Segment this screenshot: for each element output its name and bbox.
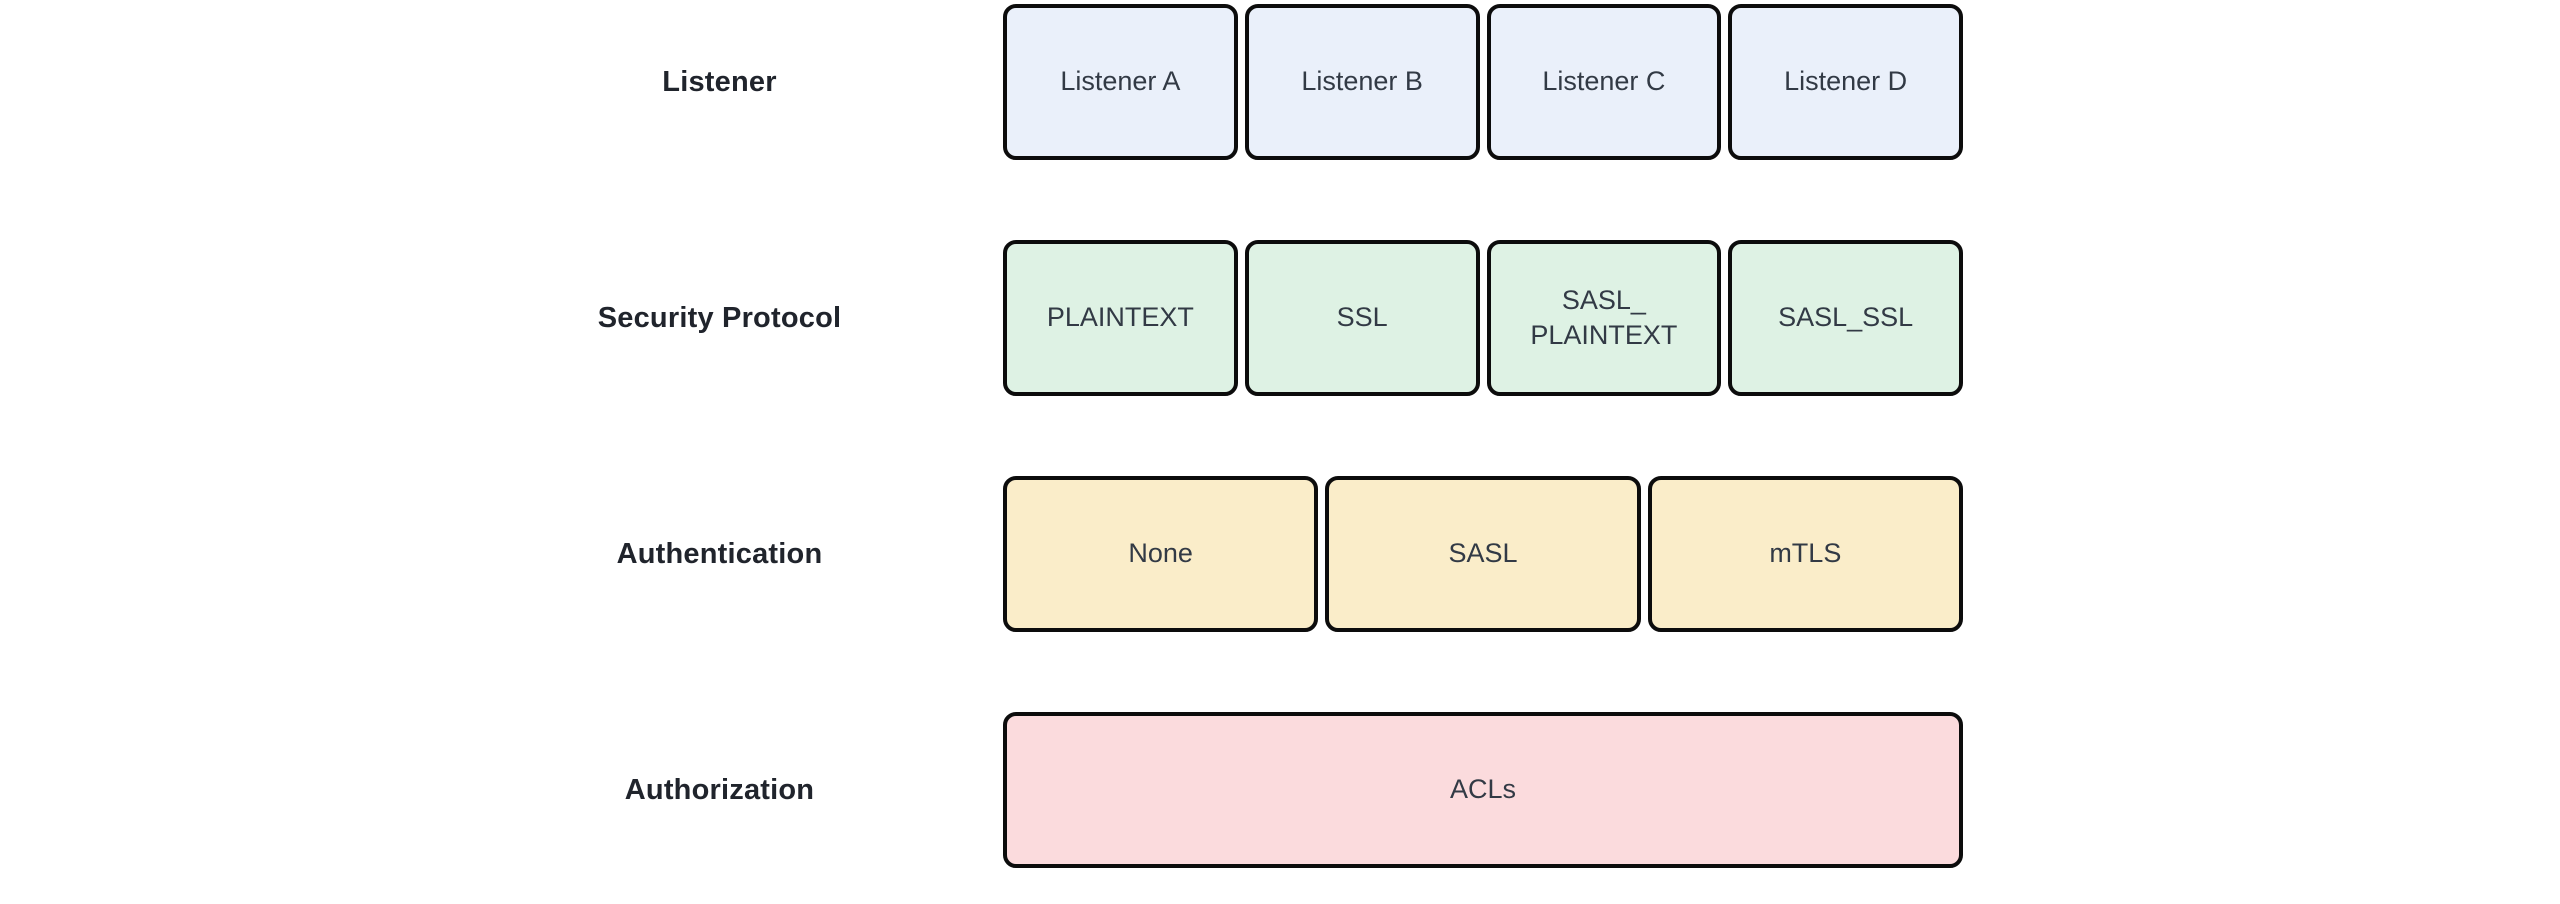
box-auth-mtls: mTLS	[1647, 476, 1963, 632]
box-ssl: SSL	[1244, 240, 1480, 396]
box-listener-a: Listener A	[1003, 4, 1238, 160]
row-label-authentication: Authentication	[616, 537, 823, 570]
box-listener-d: Listener D	[1728, 4, 1963, 160]
authorization-boxes: ACLs	[1003, 712, 1963, 868]
row-authentication: Authentication None SASL mTLS	[0, 476, 2560, 632]
box-sasl-plaintext: SASL_ PLAINTEXT	[1486, 240, 1722, 396]
row-listener: Listener Listener A Listener B Listener …	[0, 4, 2560, 160]
listener-boxes: Listener A Listener B Listener C Listene…	[1003, 4, 1963, 160]
box-listener-c: Listener C	[1486, 4, 1722, 160]
box-auth-sasl: SASL	[1325, 476, 1641, 632]
authentication-boxes: None SASL mTLS	[1003, 476, 1963, 632]
row-label-authorization: Authorization	[624, 773, 815, 806]
box-sasl-ssl: SASL_SSL	[1728, 240, 1963, 396]
security-protocol-boxes: PLAINTEXT SSL SASL_ PLAINTEXT SASL_SSL	[1003, 240, 1963, 396]
box-auth-none: None	[1003, 476, 1319, 632]
row-authorization: Authorization ACLs	[0, 712, 2560, 868]
row-label-security-protocol: Security Protocol	[597, 301, 842, 334]
box-listener-b: Listener B	[1244, 4, 1480, 160]
box-acls: ACLs	[1003, 712, 1963, 868]
row-label-listener: Listener	[662, 65, 777, 98]
box-plaintext: PLAINTEXT	[1003, 240, 1238, 396]
row-security-protocol: Security Protocol PLAINTEXT SSL SASL_ PL…	[0, 240, 2560, 396]
